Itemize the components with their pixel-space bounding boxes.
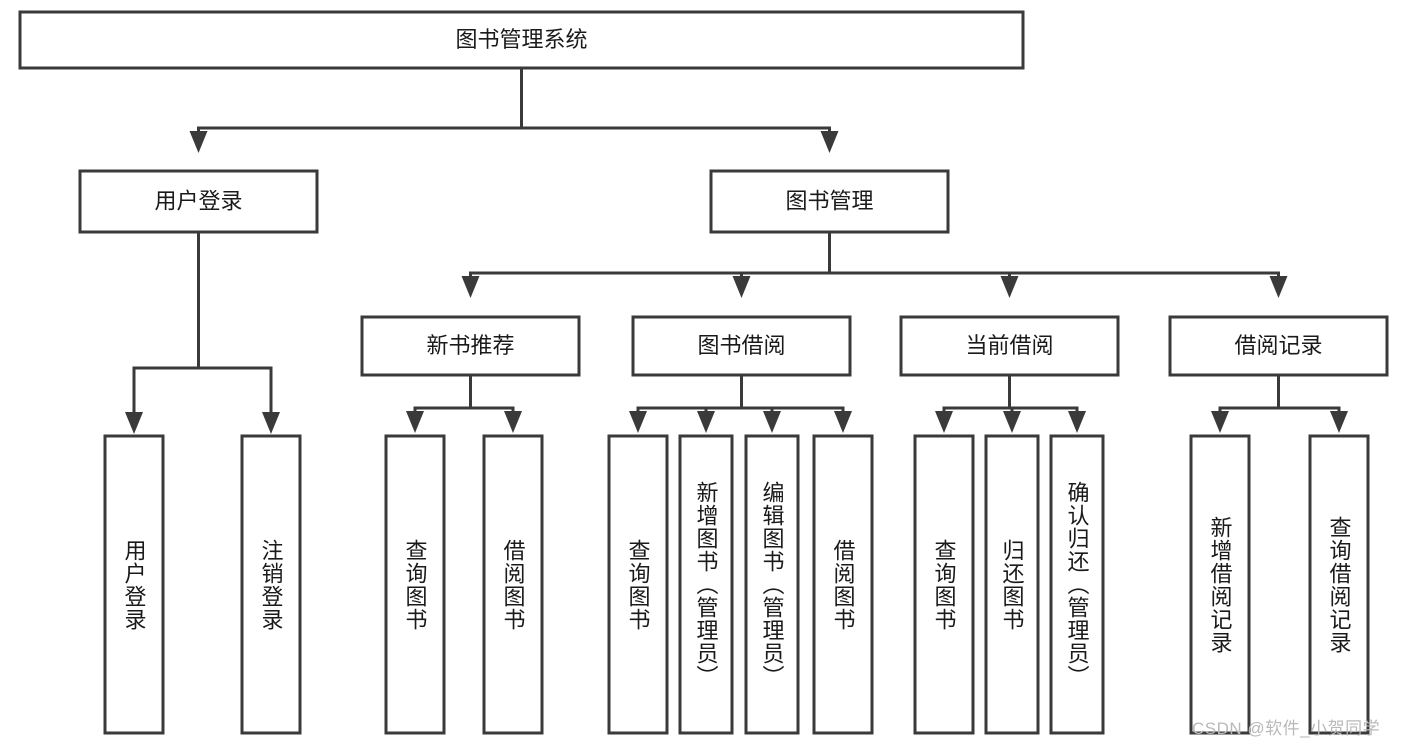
node-box-borrow-record (1168, 315, 1389, 377)
arrow-head-icon (834, 411, 852, 433)
node-box-leaf-user-logout (240, 434, 302, 735)
node-label-book-borrow: 图书借阅 (697, 333, 785, 358)
node-box-leaf-add-record (1189, 434, 1251, 735)
arrow-head-icon (1269, 276, 1288, 298)
node-label-new-book-recommend: 新书推荐 (426, 333, 514, 358)
node-label-user-login: 用户登录 (154, 188, 242, 213)
arrow-head-icon (1211, 411, 1229, 433)
node-box-new-book-recommend (360, 315, 581, 377)
arrow-head-icon (1000, 276, 1019, 298)
node-box-user-login (78, 169, 319, 234)
arrow-head-icon (697, 411, 715, 433)
node-box-leaf-query-book-2 (607, 434, 669, 735)
node-box-root (18, 10, 1025, 70)
arrow-head-icon (504, 411, 522, 433)
node-box-book-borrow (631, 315, 852, 377)
arrow-head-icon (629, 411, 647, 433)
connectors-layer (125, 66, 1348, 434)
node-label-current-borrow: 当前借阅 (965, 333, 1053, 358)
node-label-root: 图书管理系统 (455, 27, 587, 52)
node-box-current-borrow (899, 315, 1120, 377)
node-box-leaf-edit-book (744, 434, 800, 735)
node-box-leaf-user-login (103, 434, 165, 735)
arrow-head-icon (732, 276, 751, 298)
node-box-leaf-borrow-book-2 (812, 434, 874, 735)
node-box-leaf-confirm-return (1049, 434, 1105, 735)
arrow-head-icon (125, 412, 143, 434)
arrow-head-icon (1003, 411, 1021, 433)
arrow-head-icon (262, 412, 280, 434)
node-label-book-manage: 图书管理 (785, 188, 873, 213)
node-box-leaf-add-book (678, 434, 734, 735)
node-label-borrow-record: 借阅记录 (1234, 333, 1322, 358)
node-box-leaf-query-record (1308, 434, 1370, 735)
arrow-head-icon (820, 131, 839, 153)
arrow-head-icon (461, 276, 480, 298)
arrow-head-icon (763, 411, 781, 433)
boxes-layer (18, 10, 1389, 735)
arrow-head-icon (1330, 411, 1348, 433)
arrow-head-icon (1068, 411, 1086, 433)
node-box-book-manage (709, 169, 950, 234)
arrow-head-icon (935, 411, 953, 433)
node-box-leaf-return-book (984, 434, 1040, 735)
csdn-watermark: CSDN @软件_小贺同学 (1192, 719, 1381, 738)
arrow-head-icon (406, 411, 424, 433)
arrow-head-icon (189, 131, 208, 153)
node-box-leaf-query-book-3 (913, 434, 975, 735)
node-box-leaf-borrow-book-1 (482, 434, 544, 735)
node-box-leaf-query-book-1 (384, 434, 446, 735)
